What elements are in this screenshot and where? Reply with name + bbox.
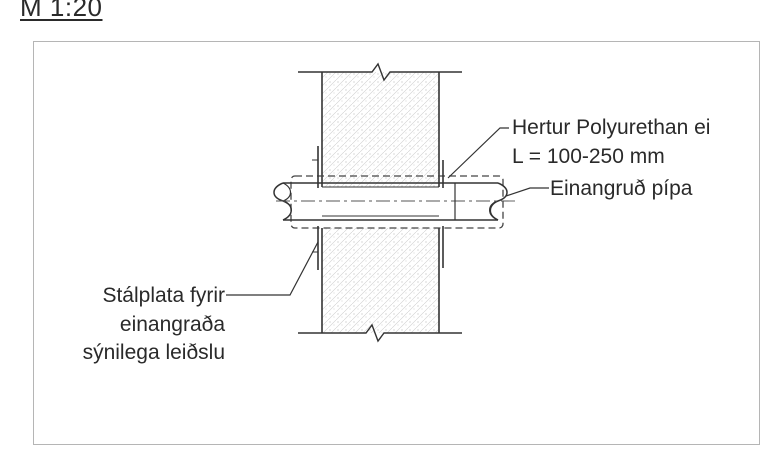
label-pipe: Einangruð pípa: [550, 177, 693, 200]
label-insulation-line1: Hertur Polyurethan ei: [512, 116, 711, 139]
leader-steel-plate: [226, 241, 319, 296]
break-line-top: [298, 62, 462, 82]
label-steel-plate-line2: einangraða: [119, 313, 225, 336]
wall-upper: [321, 72, 440, 187]
label-insulation-line2: L = 100-250 mm: [512, 145, 665, 168]
label-steel-plate-line1: Stálplata fyrir: [102, 284, 225, 307]
leader-pipe: [505, 187, 549, 197]
break-line-bottom: [298, 323, 462, 343]
steel-plates: [312, 146, 456, 270]
wall-lower: [321, 228, 440, 333]
leader-insulation: [447, 127, 509, 179]
insulation-sleeve: [290, 175, 504, 229]
label-steel-plate-line3: sýnilega leiðslu: [82, 341, 225, 364]
pipe: [273, 182, 515, 221]
drawing-frame: [33, 41, 760, 445]
scale-title: M 1:20: [20, 0, 103, 22]
